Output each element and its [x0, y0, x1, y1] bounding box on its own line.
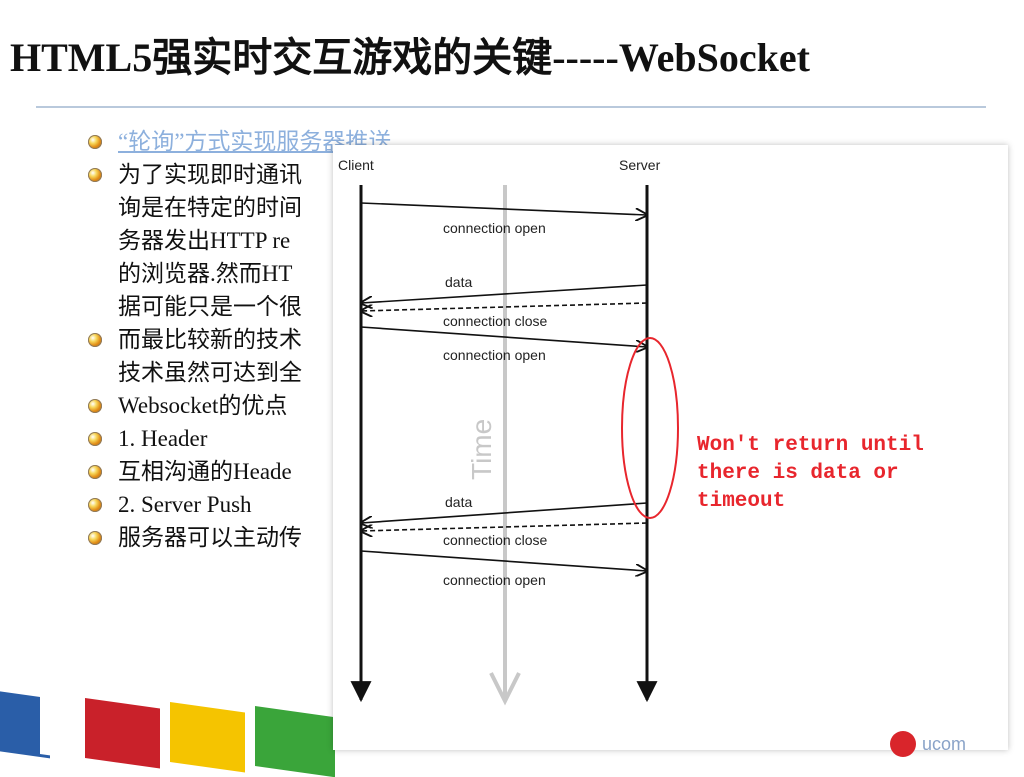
- client-label: Client: [338, 157, 374, 173]
- logo-text: ucom: [922, 733, 967, 754]
- bullet-dot-icon: [88, 465, 102, 479]
- bullet-dot-icon: [88, 333, 102, 347]
- title-divider: [36, 106, 986, 108]
- bullet-text: 1. Header: [118, 426, 208, 451]
- bullet-text: 2. Server Push: [118, 492, 252, 517]
- message-label: connection open: [443, 347, 546, 363]
- message-label: connection close: [443, 313, 548, 329]
- note-line: Won't return until: [697, 434, 924, 457]
- bullet-dot-icon: [88, 168, 102, 182]
- company-logo: ucom: [890, 730, 1000, 758]
- message-arrow: [360, 326, 647, 347]
- message-arrow: [361, 502, 648, 523]
- message-arrows: connection open data connection close conne…: [360, 202, 648, 588]
- message-label: connection open: [443, 572, 546, 588]
- stripe-white: [40, 694, 80, 760]
- bullet-dot-icon: [88, 498, 102, 512]
- message-label: connection open: [443, 220, 546, 236]
- bullet-item: 而最比较新的技术技术虽然可达到全: [88, 323, 988, 389]
- message-label: data: [445, 494, 472, 510]
- bullet-text: 为了实现即时通讯: [118, 162, 302, 187]
- time-label: Time: [466, 419, 497, 480]
- message-label: data: [445, 274, 472, 290]
- bullet-text: Websocket的优点: [118, 393, 288, 418]
- server-label: Server: [619, 157, 661, 173]
- bullet-text: 据可能只是一个很: [118, 294, 302, 319]
- stripe-yellow: [170, 702, 245, 773]
- stripe-green: [255, 706, 335, 777]
- bullet-text: 询是在特定的时间: [118, 195, 302, 220]
- message-arrow: [361, 284, 648, 303]
- bullet-list: “轮询”方式实现服务器推送为了实现即时通讯询是在特定的时间务器发出HTTP re…: [88, 125, 988, 554]
- note-line: timeout: [697, 490, 785, 513]
- bullet-text: 而最比较新的技术: [118, 327, 302, 352]
- bullet-text: 互相沟通的Heade: [118, 459, 292, 484]
- bullet-item: 2. Server Push: [88, 488, 988, 521]
- bullet-item: 服务器可以主动传: [88, 521, 988, 554]
- bullet-text: 务器发出HTTP re: [118, 228, 291, 253]
- time-axis-arrowhead: [489, 672, 521, 706]
- bullet-text: 的浏览器.然而HT: [118, 261, 293, 286]
- message-label: connection close: [443, 532, 548, 548]
- bullet-dot-icon: [88, 531, 102, 545]
- logo-mark-icon: [890, 731, 916, 757]
- message-arrow: [360, 550, 647, 571]
- timeout-note: Won't return until there is data or timeou…: [697, 434, 924, 513]
- waiting-highlight: [621, 337, 679, 519]
- page-title: HTML5强实时交互游戏的关键-----WebSocket: [10, 35, 810, 80]
- bullet-item: 1. Header: [88, 422, 988, 455]
- bullet-item: Websocket的优点: [88, 389, 988, 422]
- note-line: there is data or: [697, 462, 899, 485]
- bullet-text: 技术虽然可达到全: [118, 360, 302, 385]
- bullet-dot-icon: [88, 135, 102, 149]
- bullet-dot-icon: [88, 432, 102, 446]
- bullet-item: 为了实现即时通讯询是在特定的时间务器发出HTTP re 的浏览器.然而HT 据可能只…: [88, 158, 988, 323]
- bullet-text: 服务器可以主动传: [118, 525, 302, 550]
- stripe-red: [85, 698, 160, 769]
- bullet-dot-icon: [88, 399, 102, 413]
- sequence-diagram-svg: Client Server Time connection opendataco…: [338, 157, 924, 706]
- message-arrow: [360, 202, 647, 215]
- bullet-item: 互相沟通的Heade: [88, 455, 988, 488]
